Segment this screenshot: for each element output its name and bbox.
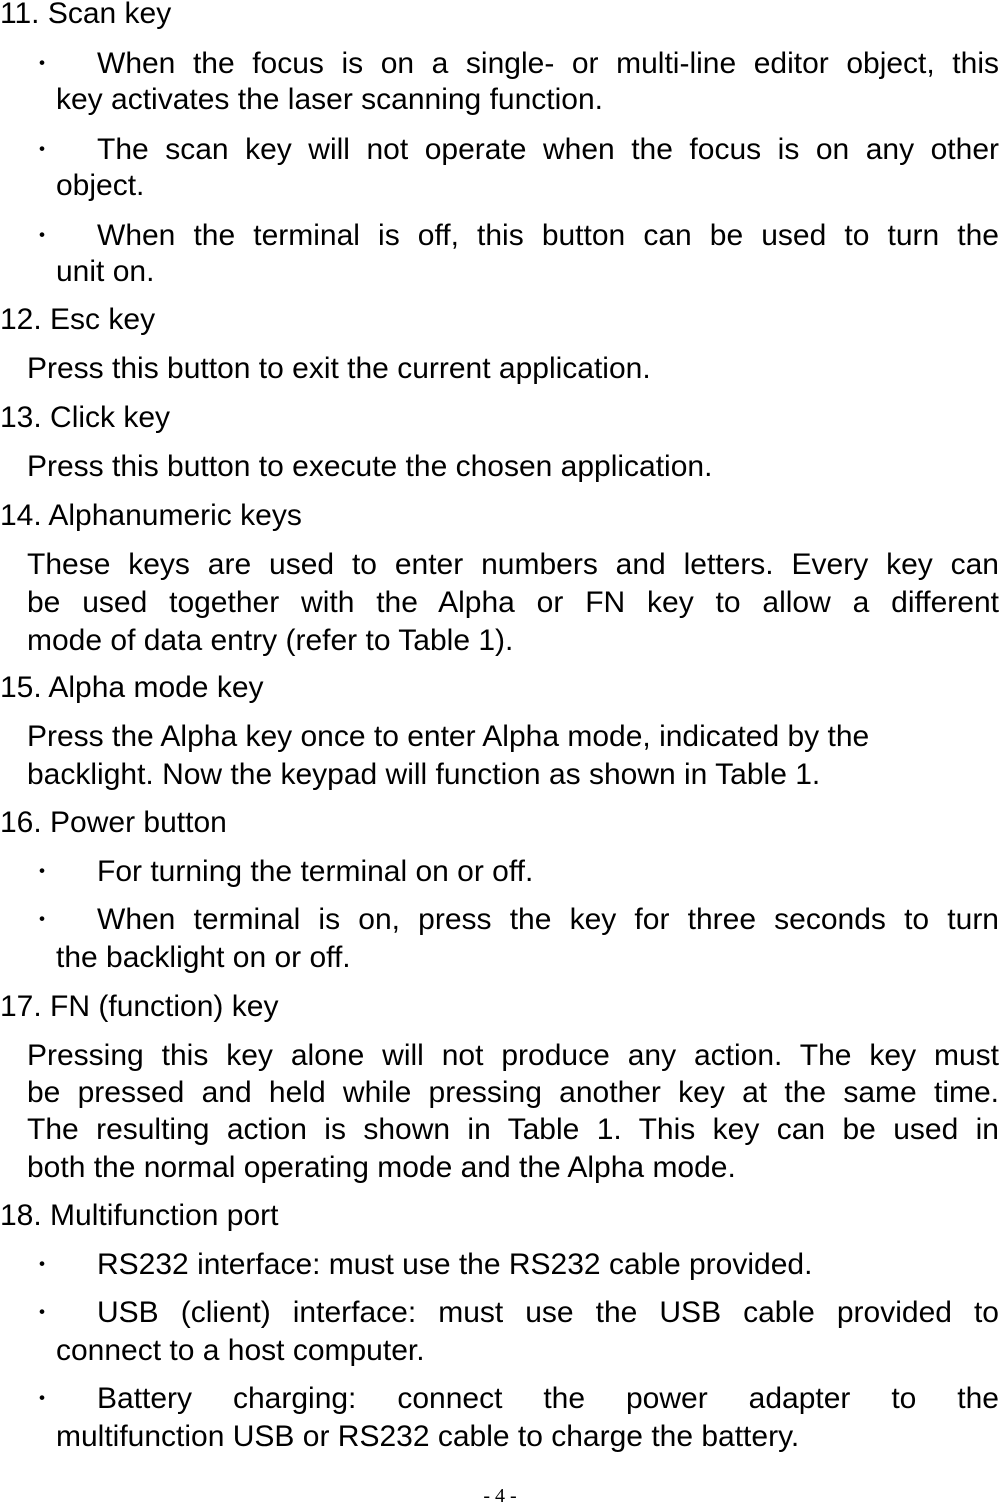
section-paragraph: The resulting action is shown in Table 1… xyxy=(27,1113,999,1146)
bullet-text: For turning the terminal on or off. xyxy=(97,855,534,888)
bullet-text-continued: key activates the laser scanning functio… xyxy=(56,83,603,116)
section-paragraph: backlight. Now the keypad will function … xyxy=(27,758,821,791)
section-heading: 15. Alpha mode key xyxy=(0,671,264,704)
bullet-text: When the focus is on a single- or multi-… xyxy=(97,47,999,80)
section-heading: 16. Power button xyxy=(0,806,227,839)
section-heading: 13. Click key xyxy=(0,401,171,434)
bullet-text: Battery charging: connect the power adap… xyxy=(97,1382,999,1415)
section-paragraph: both the normal operating mode and the A… xyxy=(27,1151,736,1184)
bullet-mark: ・ xyxy=(31,1252,54,1277)
section-paragraph: be used together with the Alpha or FN ke… xyxy=(27,586,999,619)
bullet-text-continued: the backlight on or off. xyxy=(56,941,351,974)
section-heading: 18. Multifunction port xyxy=(0,1199,279,1232)
section-paragraph: Pressing this key alone will not produce… xyxy=(27,1039,999,1072)
bullet-mark: ・ xyxy=(31,137,54,162)
section-heading: 11. Scan key xyxy=(0,0,172,30)
bullet-text: USB (client) interface: must use the USB… xyxy=(97,1296,999,1329)
section-paragraph: mode of data entry (refer to Table 1). xyxy=(27,624,514,657)
bullet-mark: ・ xyxy=(31,51,54,76)
bullet-text-continued: connect to a host computer. xyxy=(56,1334,425,1367)
section-heading: 14. Alphanumeric keys xyxy=(0,499,302,532)
bullet-text-continued: object. xyxy=(56,169,145,202)
bullet-text: When the terminal is off, this button ca… xyxy=(97,219,999,252)
section-paragraph: be pressed and held while pressing anoth… xyxy=(27,1076,999,1109)
bullet-mark: ・ xyxy=(31,223,54,248)
bullet-text-continued: multifunction USB or RS232 cable to char… xyxy=(56,1420,800,1453)
section-paragraph: Press this button to execute the chosen … xyxy=(27,450,713,483)
page-number: - 4 - xyxy=(483,1485,517,1507)
section-paragraph: Press the Alpha key once to enter Alpha … xyxy=(27,720,870,753)
bullet-mark: ・ xyxy=(31,907,54,932)
section-paragraph: These keys are used to enter numbers and… xyxy=(27,548,999,581)
bullet-text-continued: unit on. xyxy=(56,255,155,288)
bullet-mark: ・ xyxy=(31,1386,54,1411)
bullet-text: When terminal is on, press the key for t… xyxy=(97,903,999,936)
section-paragraph: Press this button to exit the current ap… xyxy=(27,352,651,385)
bullet-text: RS232 interface: must use the RS232 cabl… xyxy=(97,1248,813,1281)
bullet-mark: ・ xyxy=(31,1300,54,1325)
bullet-mark: ・ xyxy=(31,859,54,884)
bullet-text: The scan key will not operate when the f… xyxy=(97,133,999,166)
section-heading: 12. Esc key xyxy=(0,303,156,336)
section-heading: 17. FN (function) key xyxy=(0,990,279,1023)
